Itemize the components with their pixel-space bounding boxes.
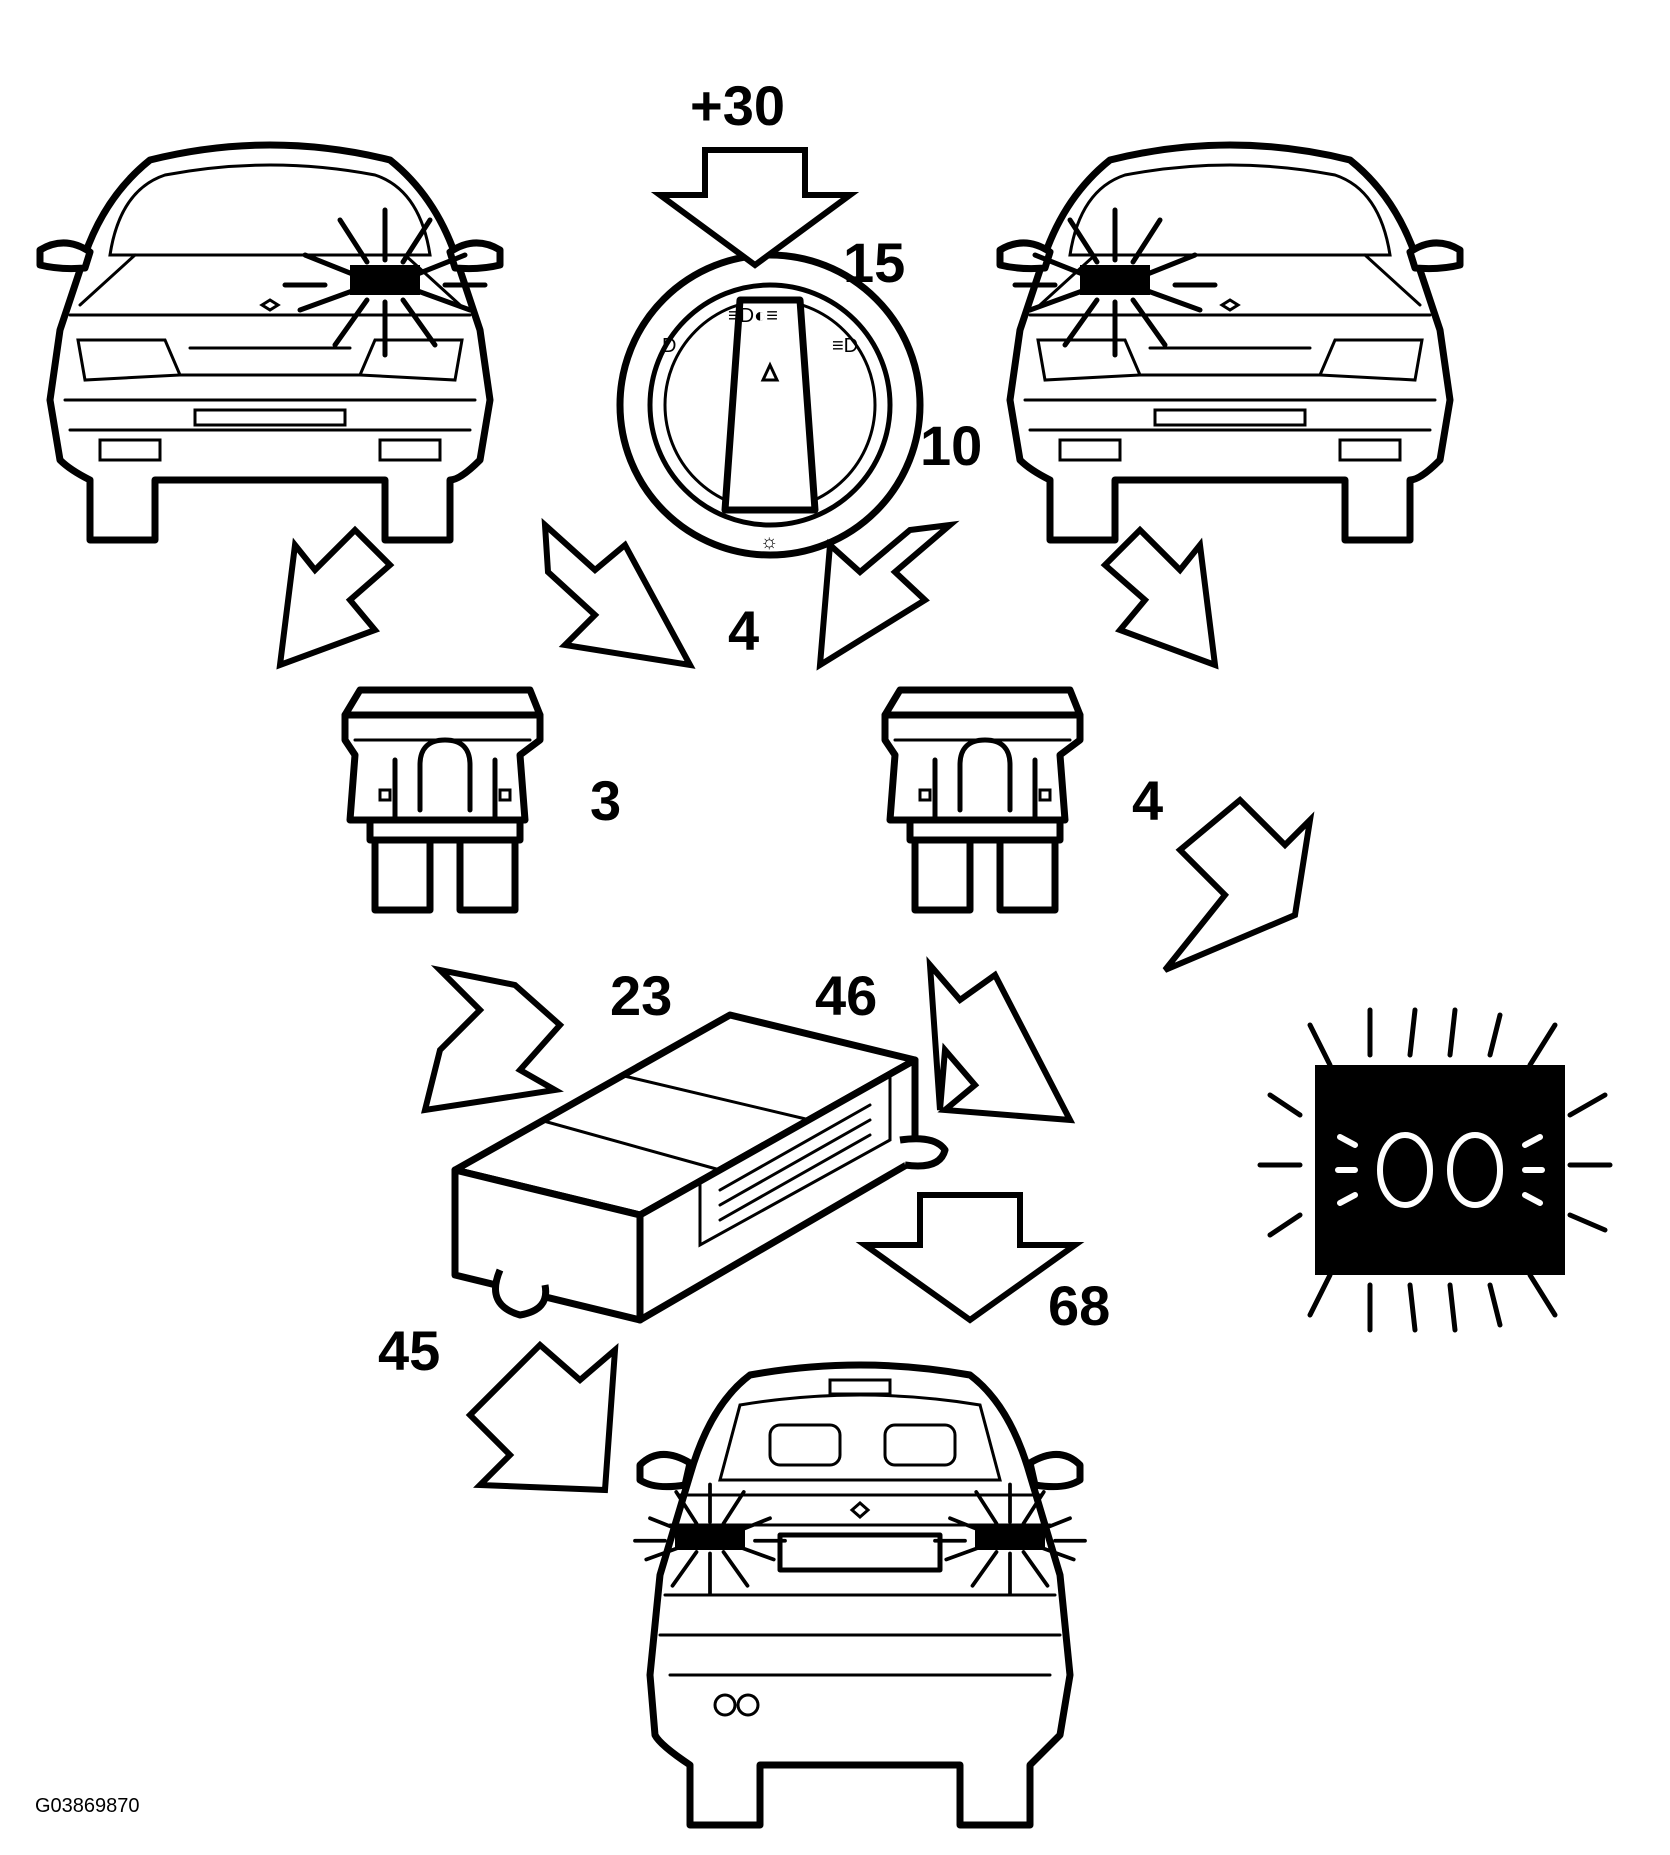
figure-id: G03869870 — [35, 1795, 140, 1817]
light-switch: ≡D◐≡ D ≡D ☼ — [616, 251, 924, 559]
arrow-module-to-rear-left — [465, 1340, 619, 1494]
label-switch-pin-4: 4 — [728, 599, 759, 662]
arrow-fuse-right-to-module — [926, 956, 1076, 1124]
label-switch-pin-15: 15 — [843, 231, 905, 294]
lighting-control-module — [451, 1011, 949, 1324]
arrow-switch-to-fuse-left — [541, 517, 696, 669]
label-module-pin-46: 46 — [815, 964, 877, 1027]
rear-car — [633, 1361, 1087, 1829]
svg-text:≡D: ≡D — [832, 335, 858, 357]
label-fuse-right: 4 — [1132, 769, 1163, 832]
fuse-right — [885, 690, 1080, 910]
front-car-right — [1000, 145, 1460, 540]
arrow-fuse-left-to-front-left — [276, 525, 395, 670]
label-fuse-left: 3 — [590, 769, 621, 832]
arrow-fuse-right-to-front-right — [1100, 525, 1219, 670]
svg-text:≡D◐≡: ≡D◐≡ — [728, 305, 778, 327]
label-battery: +30 — [690, 74, 785, 137]
headlight-indicator — [1257, 1007, 1613, 1333]
front-car-left — [40, 145, 500, 540]
svg-text:☼: ☼ — [760, 531, 778, 553]
label-module-pin-68: 68 — [1048, 1274, 1110, 1337]
arrow-battery-to-switch — [650, 147, 860, 269]
svg-text:D: D — [662, 335, 676, 357]
arrow-switch-to-fuse-right — [816, 520, 960, 671]
arrow-fuse-left-to-module — [420, 965, 565, 1114]
label-switch-pin-10: 10 — [920, 414, 982, 477]
label-module-pin-45: 45 — [378, 1319, 440, 1382]
arrow-module-to-rear-lights — [855, 1192, 1085, 1324]
arrow-fuse-right-to-indicator — [1162, 795, 1315, 973]
label-module-pin-23: 23 — [610, 964, 672, 1027]
fuse-left — [345, 690, 540, 910]
